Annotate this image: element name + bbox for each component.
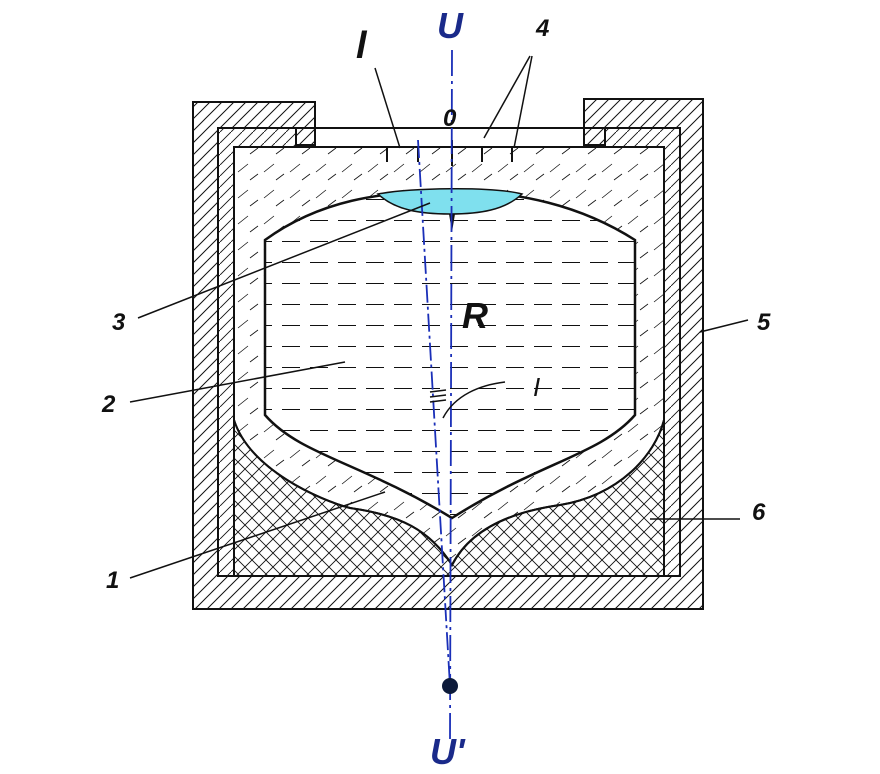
label-5: 5	[757, 309, 771, 336]
label-3: 3	[112, 309, 126, 336]
air-bubble	[376, 187, 524, 215]
label-6: 6	[752, 499, 766, 526]
axis-u	[449, 49, 453, 741]
label-axis-bottom: U'	[430, 731, 466, 772]
label-region-r: R	[462, 295, 488, 336]
label-2: 2	[101, 391, 116, 418]
label-4: 4	[535, 15, 549, 42]
leader-lines	[129, 55, 749, 579]
label-zero: 0	[443, 105, 457, 132]
parallel-marks	[429, 389, 447, 403]
label-line-l: l	[356, 25, 368, 67]
label-1: 1	[106, 567, 119, 594]
label-axis-top: U	[437, 5, 464, 46]
pivot-point	[442, 678, 458, 694]
line-l	[417, 139, 451, 687]
label-line-i: I	[533, 372, 540, 402]
